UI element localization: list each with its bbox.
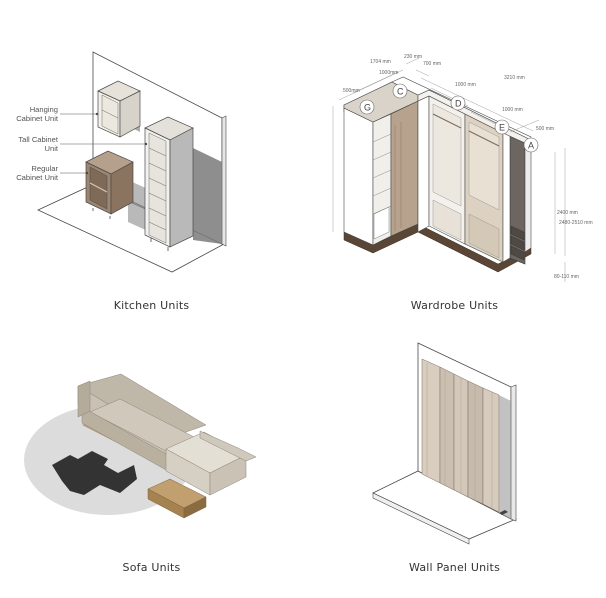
sofa-units-panel: Sofa Units	[0, 299, 303, 598]
dim-1000c: 1000 mm	[502, 107, 523, 113]
tall-cabinet-label: Tall Cabinet Unit	[18, 135, 58, 153]
sofa-units-illustration	[24, 373, 257, 519]
dim-3210: 3210 mm	[504, 75, 525, 81]
marker-e: E	[494, 119, 510, 135]
dim-700: 700 mm	[423, 61, 441, 67]
tall-cabinet	[144, 116, 194, 251]
rug-shape	[52, 451, 137, 495]
dim-2400: 2400 mm	[557, 210, 578, 216]
dim-500a: 500mm	[343, 88, 360, 94]
marker-g: G	[359, 99, 375, 115]
marker-d: D	[450, 95, 466, 111]
regular-cabinet	[85, 150, 134, 219]
marker-c: C	[392, 83, 408, 99]
regular-cabinet-label: Regular Cabinet Unit	[16, 164, 58, 182]
svg-text:G: G	[364, 103, 371, 113]
svg-text:A: A	[528, 141, 534, 151]
hanging-cabinet	[97, 80, 141, 138]
svg-text:D: D	[455, 99, 462, 109]
wardrobe-units-caption: Wardrobe Units	[410, 299, 499, 312]
dim-80: 80-110 mm	[554, 274, 579, 280]
hanging-cabinet-label: Hanging Cabinet Unit	[16, 105, 58, 123]
kitchen-units-illustration	[37, 51, 227, 273]
wall-panels	[421, 358, 500, 513]
kitchen-units-panel: Hanging Cabinet Unit Tall Cabinet Unit R…	[0, 0, 303, 312]
wardrobe-units-illustration: 1704 mm 230 mm 1000mm 700 mm 500mm 1000 …	[332, 54, 593, 282]
dim-500b: 500 mm	[536, 126, 554, 132]
kitchen-units-caption: Kitchen Units	[113, 299, 190, 312]
dim-1000b: 1000 mm	[455, 82, 476, 88]
wall-panel-units-illustration	[372, 342, 517, 545]
dim-2480: 2480-2510 mm	[559, 220, 593, 226]
marker-a: A	[523, 137, 539, 153]
sofa-units-caption: Sofa Units	[122, 561, 181, 574]
wall-panel-units-panel: Wall Panel Units	[303, 299, 606, 598]
wardrobe-units-panel: 1704 mm 230 mm 1000mm 700 mm 500mm 1000 …	[303, 0, 606, 312]
tall-unit-shadow	[193, 148, 222, 244]
dim-1704: 1704 mm	[370, 59, 391, 65]
wall-panel-units-caption: Wall Panel Units	[408, 561, 501, 574]
dim-1000a: 1000mm	[379, 70, 398, 76]
svg-text:E: E	[499, 123, 505, 133]
svg-text:C: C	[397, 87, 404, 97]
dim-230: 230 mm	[404, 54, 422, 60]
